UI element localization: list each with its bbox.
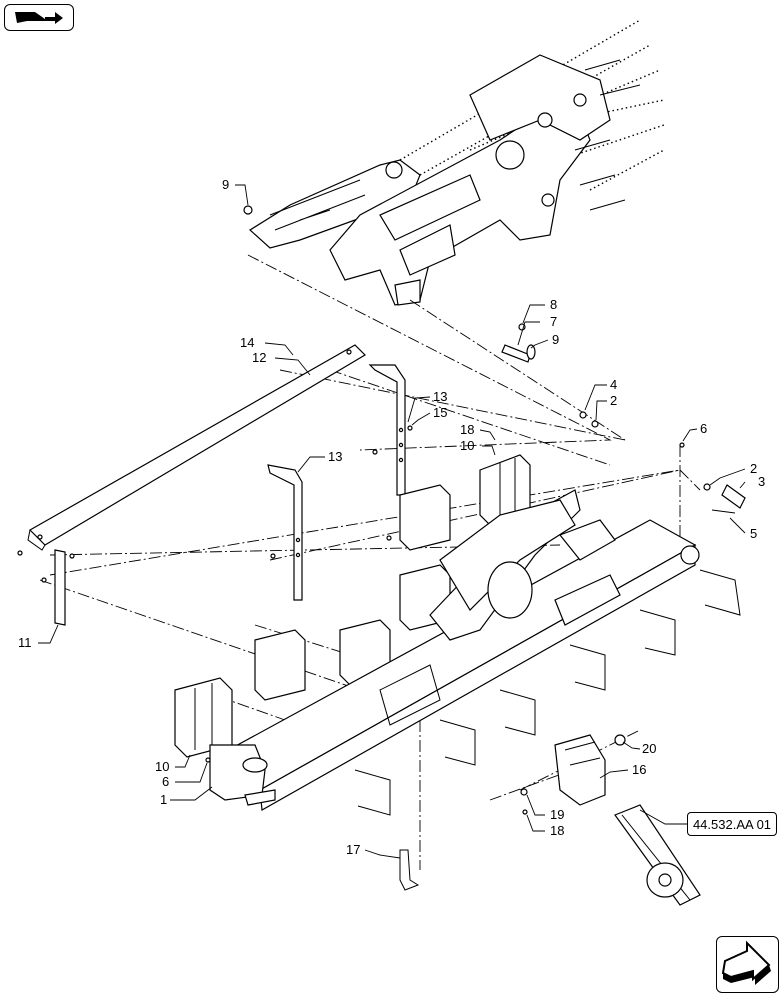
callout-1[interactable]: 1 [160, 792, 167, 807]
leader-lines [38, 184, 746, 859]
callout-15[interactable]: 15 [433, 405, 447, 420]
callouts: 9 8 7 9 14 12 13 15 4 2 18 10 6 13 2 3 5… [18, 177, 765, 857]
u-bolts [354, 569, 741, 891]
callout-17[interactable]: 17 [346, 842, 360, 857]
reference-link[interactable]: 44.532.AA 01 [687, 812, 777, 836]
callout-4[interactable]: 4 [610, 377, 617, 392]
back-button[interactable] [4, 4, 74, 31]
callout-20[interactable]: 20 [642, 741, 656, 756]
callout-9[interactable]: 9 [222, 177, 229, 192]
strap-part-11 [54, 549, 66, 626]
callout-9[interactable]: 9 [552, 332, 559, 347]
mounting-plates [174, 454, 531, 758]
callout-18[interactable]: 18 [550, 823, 564, 838]
callout-6[interactable]: 6 [162, 774, 169, 789]
callout-10[interactable]: 10 [460, 438, 474, 453]
callout-6[interactable]: 6 [700, 421, 707, 436]
callout-5[interactable]: 5 [750, 526, 757, 541]
hardware [17, 205, 746, 815]
callout-11[interactable]: 11 [18, 635, 32, 650]
callout-13[interactable]: 13 [328, 449, 342, 464]
bracket-part-13-right [368, 364, 406, 496]
callout-8[interactable]: 8 [550, 297, 557, 312]
callout-19[interactable]: 19 [550, 807, 564, 822]
callout-7[interactable]: 7 [550, 314, 557, 329]
forward-arrow-icon [721, 940, 771, 985]
boom-frame-assembly [249, 19, 665, 306]
callout-16[interactable]: 16 [632, 762, 646, 777]
back-arrow-icon [15, 12, 63, 24]
callout-10[interactable]: 10 [155, 759, 169, 774]
main-toolbar-beam [208, 489, 700, 811]
callout-12[interactable]: 12 [252, 350, 266, 365]
callout-13[interactable]: 13 [433, 389, 447, 404]
long-bar-part-12 [27, 344, 366, 551]
gauge-wheel-mount [554, 734, 701, 906]
bracket-part-13-left [267, 464, 303, 601]
callout-14[interactable]: 14 [240, 335, 254, 350]
forward-button[interactable] [716, 936, 779, 993]
callout-3[interactable]: 3 [758, 474, 765, 489]
callout-2[interactable]: 2 [750, 461, 757, 476]
callout-2[interactable]: 2 [610, 393, 617, 408]
callout-18[interactable]: 18 [460, 422, 474, 437]
